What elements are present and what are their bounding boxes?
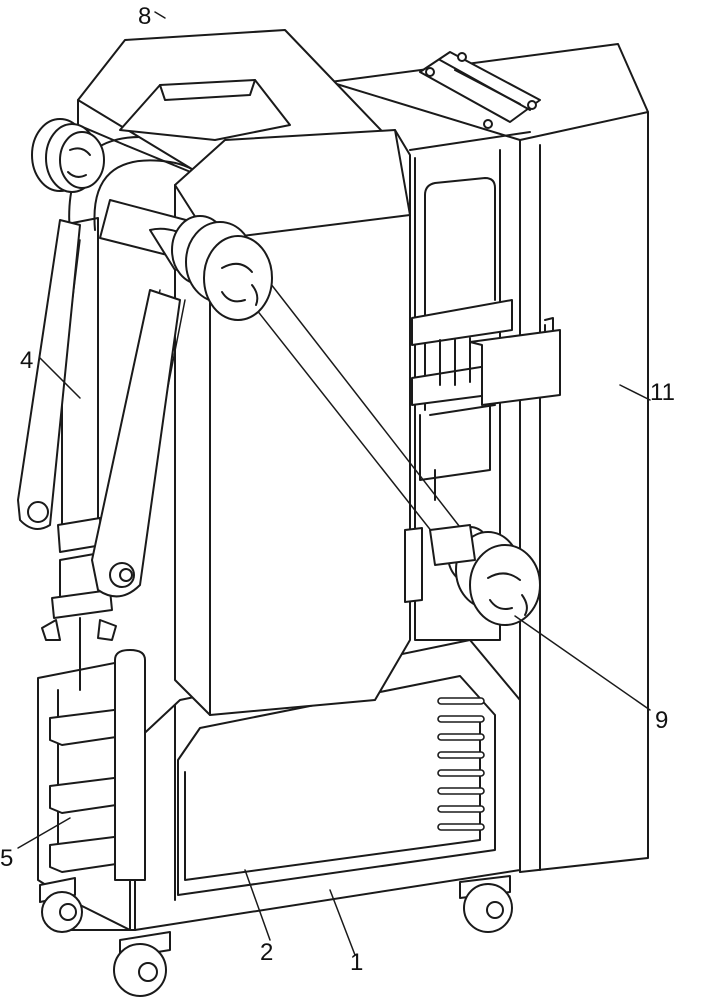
main-body	[174, 129, 423, 716]
leader-2	[244, 869, 271, 941]
link-arms	[17, 219, 181, 598]
label-1: 1	[350, 949, 363, 976]
slide-bracket	[411, 299, 561, 501]
leader-11	[619, 384, 651, 401]
pulley-upper	[171, 215, 273, 321]
label-4: 4	[20, 347, 33, 374]
pulley-top-left	[31, 118, 105, 193]
label-9: 9	[655, 707, 668, 734]
label-5: 5	[0, 845, 13, 872]
leader-1	[329, 889, 356, 956]
pulley-lower	[429, 524, 541, 626]
leader-8	[154, 11, 166, 19]
leader-9	[514, 615, 651, 711]
wheel-rear-right	[459, 875, 513, 933]
leader-5	[17, 817, 71, 849]
callouts: 8 4 11 9 5 2 1	[0, 3, 675, 976]
label-8: 8	[138, 3, 151, 30]
wheel-front-left	[39, 877, 83, 933]
label-11: 11	[650, 379, 675, 406]
leader-4	[39, 357, 81, 399]
wheel-front-right	[113, 931, 171, 997]
shelf-frame	[37, 649, 146, 931]
top-hinge	[419, 51, 541, 129]
label-2: 2	[260, 939, 273, 966]
rear-cabinet	[329, 43, 649, 873]
caster-wheels	[39, 875, 513, 997]
